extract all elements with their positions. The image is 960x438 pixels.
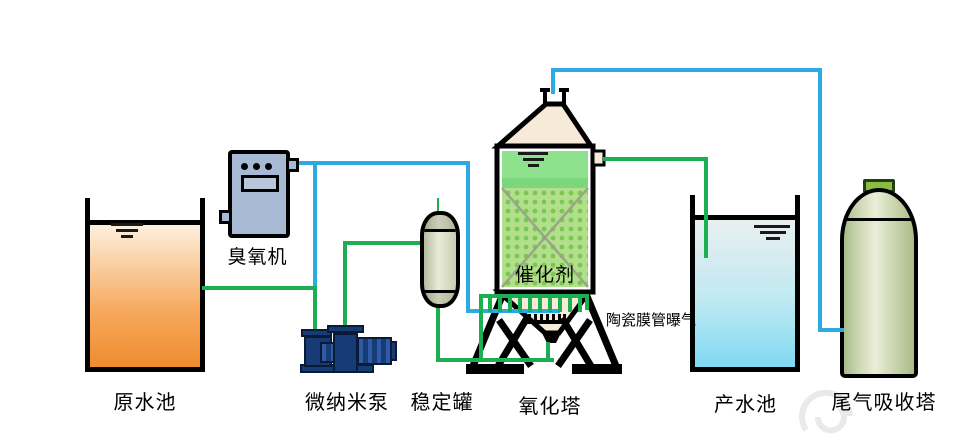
- pump-motor-cap: [390, 341, 397, 361]
- raw-water-fill: [90, 225, 200, 367]
- tank-bottom: [690, 367, 800, 372]
- ozone-gas-pipe: [466, 161, 470, 311]
- pump-inlet-flange: [301, 329, 332, 337]
- raw-water-pipe: [202, 286, 317, 290]
- label-catalyst: 催化剂: [514, 265, 575, 286]
- ceramic-membrane-tubes: [488, 298, 584, 312]
- tank-wall: [85, 198, 90, 372]
- tower-water-surface-icon: [518, 152, 548, 167]
- product-water-tank: [690, 195, 800, 372]
- label-tail-gas-absorption-tower: 尾气吸收塔: [831, 392, 937, 414]
- membrane-feed-pipe: [479, 296, 483, 360]
- tank-wall: [795, 195, 800, 372]
- pump-suction-pipe: [313, 286, 317, 332]
- tower-feed-pipe: [436, 358, 554, 362]
- ceramic-membrane-end: [585, 298, 589, 310]
- ozone-gas-branch-pipe: [313, 163, 317, 288]
- water-surface-icon: [121, 235, 133, 238]
- tower-water: [502, 151, 588, 178]
- tower-foot-right: [572, 364, 622, 374]
- tank-bottom: [85, 367, 205, 372]
- display-panel: [241, 175, 279, 192]
- micro-nano-pump: [299, 325, 399, 373]
- tower-bottom-spout: [541, 331, 562, 343]
- product-water-pipe: [704, 157, 708, 258]
- tail-gas-absorption-tower: [840, 188, 918, 378]
- label-stabilization-tank: 稳定罐: [410, 392, 474, 414]
- ozone-gas-pipe: [296, 161, 470, 165]
- water-surface-icon: [754, 225, 790, 228]
- water-level-line: [693, 215, 797, 220]
- pump-discharge-flange: [327, 325, 364, 333]
- tank-vent-stub: [437, 198, 439, 214]
- tail-gas-pipe: [551, 70, 555, 94]
- raw-water-tank: [85, 198, 205, 372]
- gas-outlet-nub: [286, 158, 299, 172]
- tower-cone-top: [491, 101, 596, 149]
- ozone-generator: [219, 150, 299, 238]
- tank-dome-seam: [424, 229, 456, 232]
- tail-gas-pipe: [551, 68, 822, 72]
- water-level-line: [88, 220, 202, 225]
- product-water-fill: [695, 220, 795, 367]
- indicator-light-icon: [265, 163, 272, 170]
- water-surface-icon: [766, 237, 780, 240]
- indicator-light-icon: [241, 163, 248, 170]
- water-surface-icon: [760, 231, 786, 234]
- tank-dome-seam: [424, 290, 456, 293]
- pump-riser: [333, 333, 358, 373]
- tower-foot-left: [466, 364, 524, 374]
- water-surface-icon: [111, 223, 143, 226]
- indicator-light-icon: [253, 163, 260, 170]
- tail-gas-pipe: [818, 68, 822, 332]
- diffuser-comb-icon: [527, 314, 567, 324]
- stabilization-tank: [420, 211, 460, 308]
- tank-dome-shade: [424, 290, 456, 304]
- label-oxidation-tower: 氧化塔: [518, 396, 582, 418]
- water-surface-icon: [116, 229, 138, 232]
- tower-water-band: [502, 178, 588, 188]
- cylinder-dome-seam: [844, 218, 914, 221]
- tank-dome-shade: [424, 215, 456, 229]
- pump-discharge-pipe: [343, 241, 424, 245]
- tail-gas-pipe: [818, 328, 844, 332]
- tank-outlet-pipe: [436, 303, 440, 362]
- label-product-water-pool: 产水池: [714, 394, 777, 416]
- label-ozone-generator: 臭氧机: [227, 247, 288, 268]
- side-nub: [219, 210, 232, 224]
- pump-motor: [357, 337, 392, 365]
- tower-bottom-pipe: [546, 342, 550, 360]
- label-ceramic-membrane-aeration: 陶瓷膜管曝气: [605, 313, 696, 329]
- pump-discharge-pipe: [343, 241, 347, 330]
- tank-wall: [200, 198, 205, 372]
- tank-wall: [690, 195, 695, 372]
- label-raw-water-pool: 原水池: [113, 392, 177, 414]
- product-water-pipe: [603, 157, 708, 161]
- label-micro-nano-pump: 微纳米泵: [305, 392, 389, 414]
